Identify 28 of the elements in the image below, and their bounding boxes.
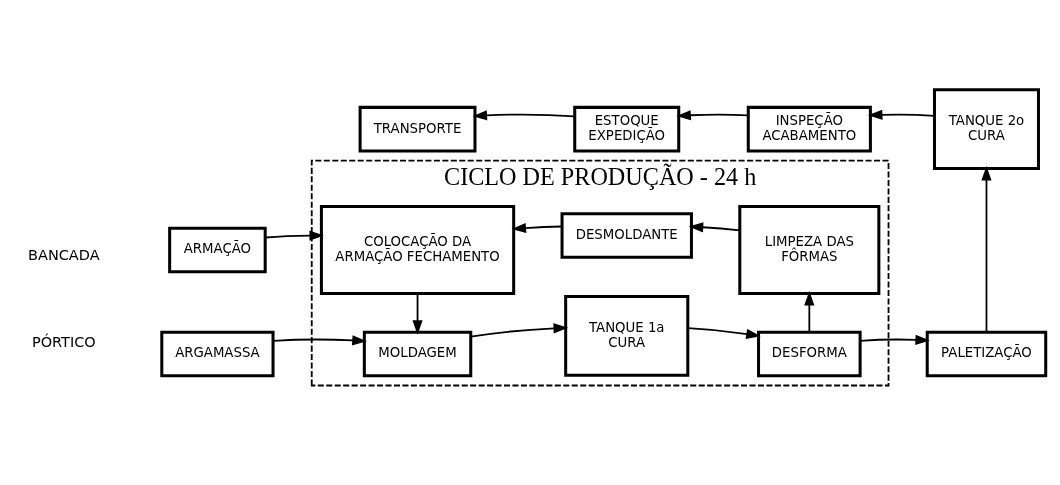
node-box: INSPEÇÃO ACABAMENTO xyxy=(746,105,872,153)
label: PÓRTICO xyxy=(31,333,96,350)
arrow xyxy=(804,290,815,333)
node-box: LIMPEZA DAS FÔRMAS xyxy=(738,205,881,296)
arrow xyxy=(412,292,423,335)
arrow xyxy=(272,335,367,346)
node-box: ARMAÇÃO xyxy=(168,226,267,274)
node-box: TANQUE 1a CURA xyxy=(564,295,690,377)
arrow xyxy=(676,110,750,121)
arrow xyxy=(472,110,576,121)
label: BANCADA xyxy=(28,246,100,263)
node-box: DESMOLDANTE xyxy=(560,212,693,259)
node-box: TANQUE 2o CURA xyxy=(932,88,1040,170)
arrow xyxy=(981,166,992,333)
node-box: TRANSPORTE xyxy=(358,105,477,153)
node-box: PALETIZAÇÃO xyxy=(925,330,1048,378)
arrow xyxy=(688,222,741,233)
node-box: MOLDAGEM xyxy=(362,330,473,378)
node-box: COLOCAÇÃO DA ARMAÇÃO FECHAMENTO xyxy=(319,205,516,296)
node-box: ARGAMASSA xyxy=(160,330,275,378)
arrow xyxy=(511,222,563,234)
node-box: ESTOQUE EXPEDIÇÃO xyxy=(573,105,681,153)
arrow xyxy=(470,323,569,338)
arrow xyxy=(859,334,930,345)
arrow xyxy=(687,327,761,339)
arrow xyxy=(867,109,936,120)
arrow xyxy=(264,230,324,241)
node-box: DESFORMA xyxy=(757,330,862,378)
